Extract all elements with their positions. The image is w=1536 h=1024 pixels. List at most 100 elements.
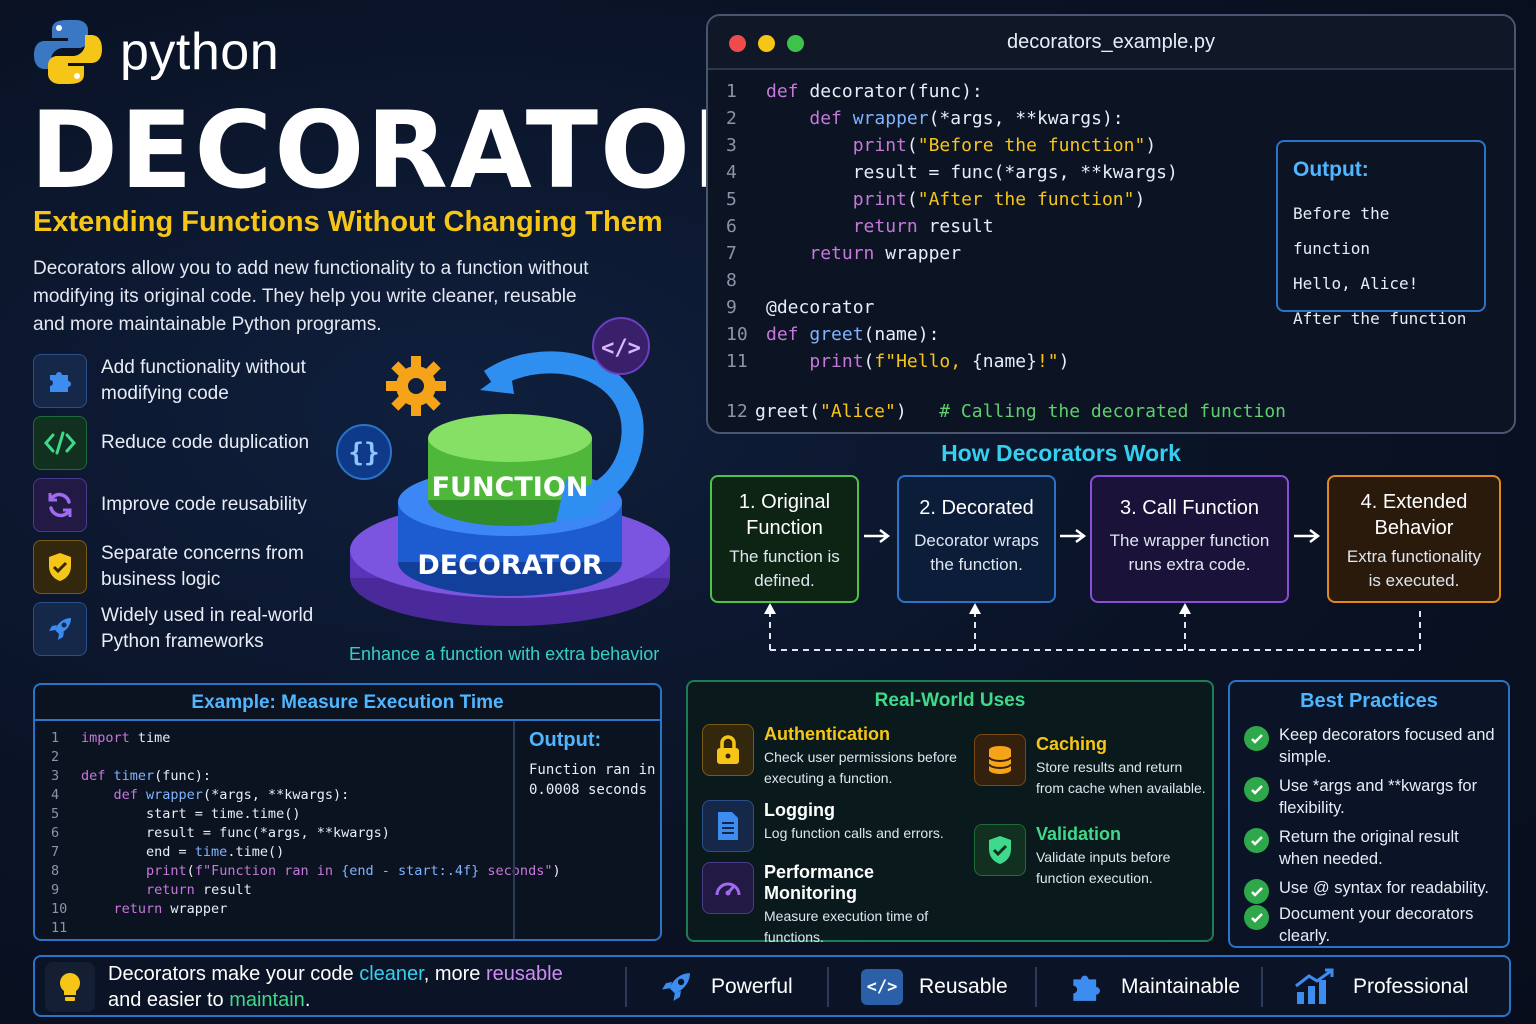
line-number: 11 — [51, 920, 68, 936]
real-world-title: Real-World Uses — [874, 690, 1026, 711]
minimize-window-button[interactable] — [758, 35, 775, 52]
code-text: @decorator — [766, 297, 875, 318]
puzzle-icon — [33, 354, 87, 408]
code-text: import time — [81, 730, 171, 746]
check-icon — [1244, 828, 1269, 853]
code-text: return result — [852, 216, 994, 237]
benefit-item: Improve code reusability — [33, 478, 343, 532]
step-desc: The function is defined. — [729, 547, 840, 590]
benefit-item: Separate concerns from business logic — [33, 540, 343, 594]
benefit-text: Widely used in real-world Python framewo… — [101, 605, 314, 652]
check-icon — [1244, 905, 1269, 930]
step-extended-behavior: 4. Extended Behavior Extra functionality… — [1327, 475, 1501, 603]
use-title: Caching — [1036, 734, 1108, 754]
use-title: Authentication — [764, 724, 890, 744]
code-text: print("Before the function") — [852, 135, 1157, 156]
close-window-button[interactable] — [729, 35, 746, 52]
benefit-item: Add functionality without modifying code — [33, 354, 343, 408]
rocket-icon — [662, 973, 690, 1001]
code-badge-icon: </> — [592, 317, 650, 375]
real-world-panel: Real-World Uses Authentication Check use… — [686, 680, 1214, 945]
code-text: print(f"Function ran in {end - start:.4f… — [146, 863, 561, 879]
use-validation: Validation Validate inputs before functi… — [974, 824, 1211, 889]
step-decorated: 2. Decorated Decorator wraps the functio… — [897, 475, 1056, 603]
use-authentication: Authentication Check user permissions be… — [702, 724, 964, 789]
line-number: 8 — [726, 270, 737, 291]
practice-item: Use @ syntax for readability. — [1244, 877, 1499, 904]
code-line: 7 end = time.time() — [51, 843, 561, 862]
step-title: 1. Original Function — [738, 491, 831, 539]
highlight-cleaner: cleaner — [359, 963, 424, 985]
line-number: 4 — [726, 162, 737, 183]
benefit-text: Separate concerns from business logic — [101, 543, 304, 590]
divider — [1035, 967, 1037, 1007]
shield-check-icon — [974, 824, 1026, 876]
code-text: result = func(*args, **kwargs) — [766, 162, 1178, 183]
code-text: result = func(*args, **kwargs) — [81, 825, 390, 841]
highlight-reusable: reusable — [485, 963, 563, 985]
line-number: 3 — [51, 768, 60, 784]
python-logo-icon — [34, 20, 102, 84]
svg-text:{}: {} — [348, 438, 379, 468]
output-title: Output: — [529, 729, 602, 751]
code-text: def timer(func): — [81, 768, 212, 784]
line-number: 2 — [726, 108, 737, 129]
output-line: Function ran in — [529, 762, 656, 778]
code-icon — [33, 416, 87, 470]
code-line: 2 def wrapper(*args, **kwargs): — [726, 105, 1286, 132]
use-desc: Check user permissions before executing … — [764, 749, 957, 786]
practice-text: Use *args and **kwargs for flexibility. — [1279, 777, 1478, 817]
line-number: 6 — [51, 825, 60, 841]
benefit-text: Add functionality without modifying code — [101, 357, 306, 404]
step-desc: Decorator wraps the function. — [914, 531, 1039, 574]
code-line: 11 — [51, 919, 561, 938]
maximize-window-button[interactable] — [787, 35, 804, 52]
footer-label: Reusable — [919, 975, 1008, 998]
use-performance-monitoring: Performance Monitoring Measure execution… — [702, 862, 964, 948]
code-text: print(f"Hello, {name}!") — [809, 351, 1070, 372]
code-text: greet("Alice") # Calling the decorated f… — [754, 401, 1286, 422]
practice-text: Document your decorators clearly. — [1279, 905, 1474, 945]
code-text: def greet(name): — [766, 324, 940, 345]
line-number: 9 — [51, 882, 60, 898]
code-filename: decorators_example.py — [1007, 31, 1215, 53]
code-line: 6 return result — [726, 213, 1286, 240]
code-line: 11 print(f"Hello, {name}!") — [726, 348, 1286, 375]
code-text: def decorator(func): — [766, 81, 983, 102]
benefit-text: Improve code reusability — [101, 494, 307, 515]
check-icon — [1244, 726, 1269, 751]
use-title: Validation — [1036, 824, 1122, 844]
footer-item-powerful: Powerful — [657, 963, 793, 1011]
decorator-cylinder-label: DECORATOR — [417, 550, 603, 581]
document-icon — [702, 800, 754, 852]
code-text: start = time.time() — [81, 806, 301, 822]
footer-message: Decorators make your code cleaner, more … — [108, 963, 563, 1011]
python-wordmark: python — [120, 23, 280, 81]
code-line: 10 return wrapper — [51, 900, 561, 919]
best-practices-title: Best Practices — [1300, 690, 1438, 712]
code-output-box: Output: Before the function Hello, Alice… — [1276, 140, 1486, 328]
line-number: 8 — [51, 863, 60, 879]
code-text: return result — [146, 882, 252, 898]
use-desc: Measure execution time of functions. — [764, 908, 929, 945]
shield-check-icon — [33, 540, 87, 594]
footer-label: Professional — [1353, 975, 1469, 998]
line-number: 4 — [51, 787, 60, 803]
practice-item: Keep decorators focused and simple. — [1244, 724, 1499, 768]
footer-label: Powerful — [711, 975, 793, 998]
line-number: 10 — [51, 901, 68, 917]
practice-text: Return the original result when needed. — [1279, 828, 1459, 868]
arrow-right-icon — [1294, 529, 1321, 543]
use-desc: Store results and return from cache when… — [1036, 759, 1206, 796]
divider — [625, 967, 627, 1007]
function-cylinder-label: FUNCTION — [432, 472, 589, 503]
database-icon — [974, 734, 1026, 786]
footer-bar: Decorators make your code cleaner, more … — [33, 955, 1511, 1017]
svg-text:</>: </> — [601, 336, 641, 361]
practice-item: Use *args and **kwargs for flexibility. — [1244, 775, 1499, 819]
divider — [513, 721, 515, 939]
